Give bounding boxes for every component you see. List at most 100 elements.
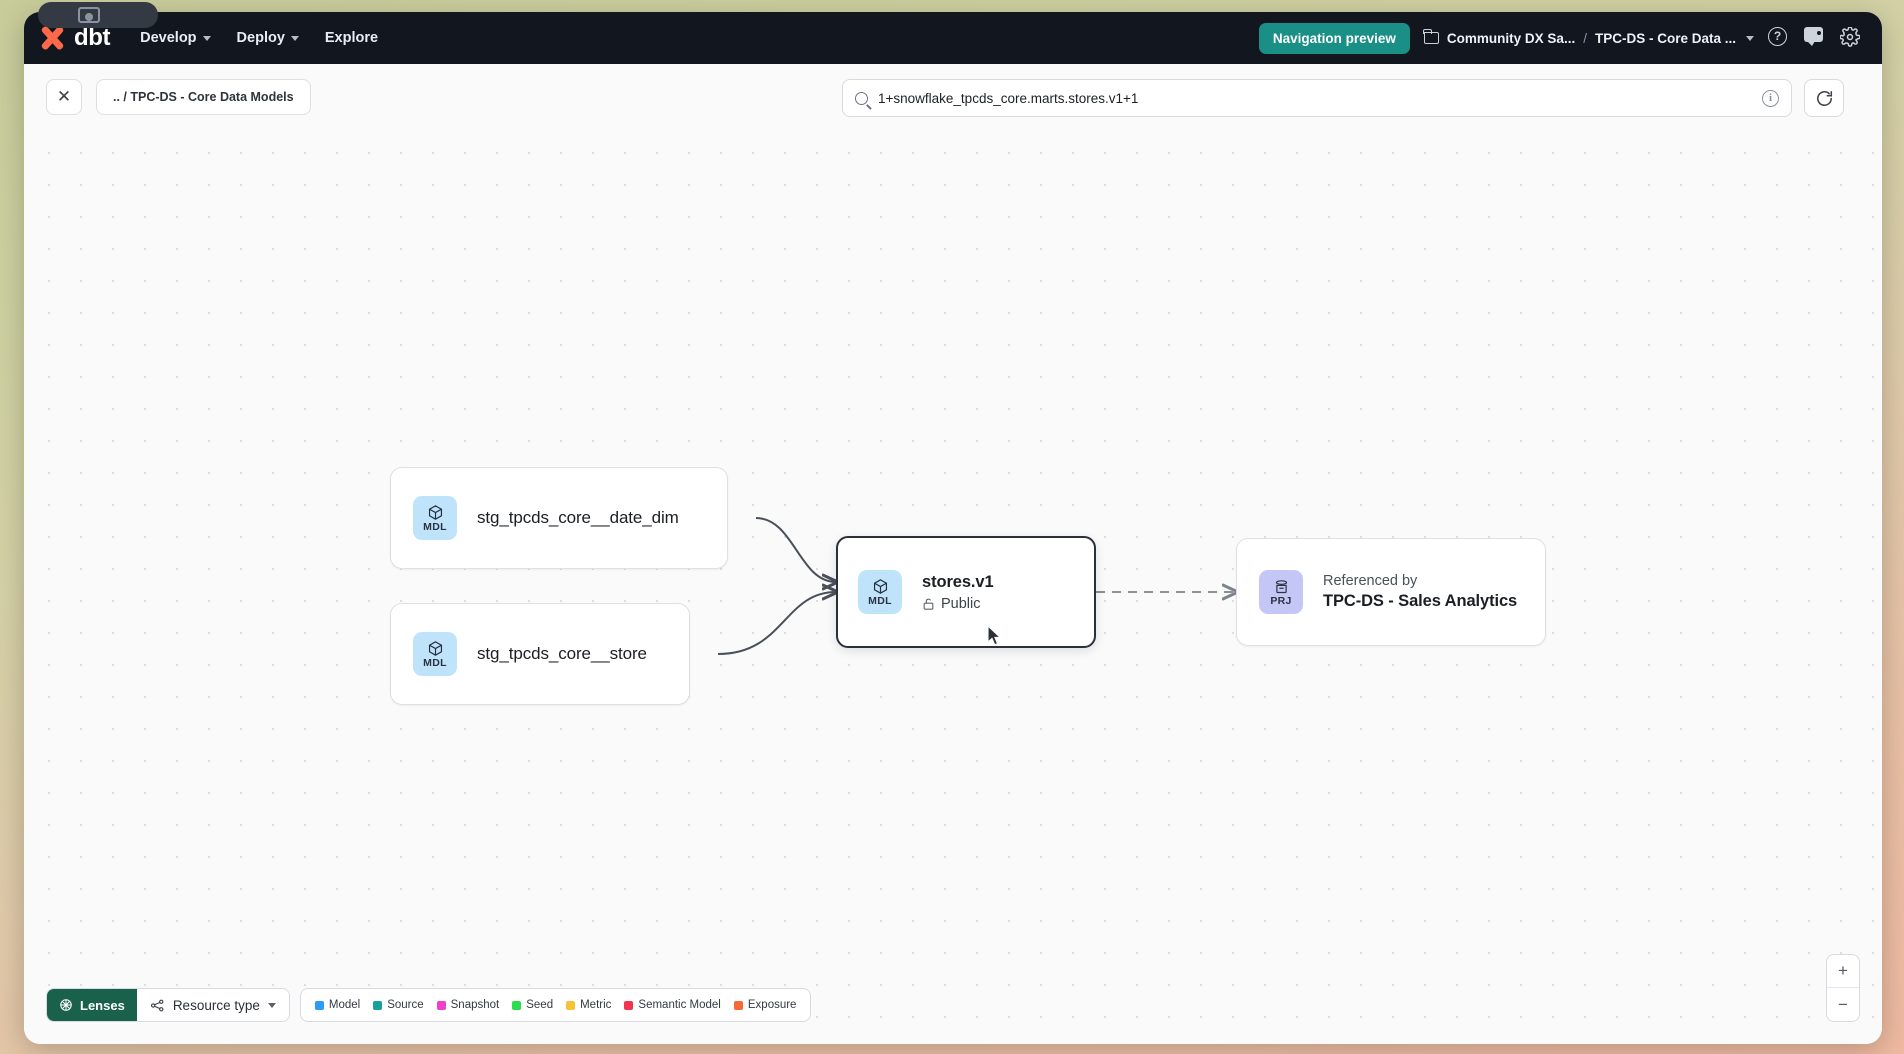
node-text: stores.v1 Public bbox=[922, 573, 994, 612]
lineage-node-stg-date-dim[interactable]: MDL stg_tpcds_core__date_dim bbox=[390, 467, 728, 569]
legend-swatch bbox=[436, 1000, 446, 1010]
node-badge-label: PRJ bbox=[1270, 594, 1292, 607]
project-breadcrumb-pill[interactable]: .. / TPC-DS - Core Data Models bbox=[96, 79, 311, 115]
node-title: stg_tpcds_core__store bbox=[477, 644, 647, 663]
node-text: Referenced by TPC-DS - Sales Analytics bbox=[1323, 573, 1517, 611]
legend-swatch bbox=[512, 1000, 522, 1010]
brand-label: dbt bbox=[74, 24, 111, 51]
lineage-canvas[interactable]: MDL stg_tpcds_core__date_dim MDL stg_tpc… bbox=[24, 130, 1882, 1044]
legend-item-metric: Metric bbox=[566, 999, 611, 1011]
node-badge-mdl: MDL bbox=[413, 632, 457, 676]
legend-item-exposure: Exposure bbox=[733, 999, 797, 1011]
browser-tab-artifact bbox=[38, 2, 158, 28]
tab-favicon-icon bbox=[78, 7, 100, 23]
breadcrumb-project[interactable]: TPC-DS - Core Data ... bbox=[1594, 30, 1736, 46]
feedback-button[interactable] bbox=[1804, 27, 1826, 49]
breadcrumb: Community DX Sa... / TPC-DS - Core Data … bbox=[1423, 28, 1754, 46]
search-icon bbox=[855, 91, 868, 105]
legend-label: Snapshot bbox=[450, 999, 500, 1011]
legend-item-source: Source bbox=[373, 999, 424, 1011]
legend-item-snapshot: Snapshot bbox=[436, 999, 500, 1011]
legend-swatch bbox=[314, 1000, 324, 1010]
legend-label: Exposure bbox=[747, 999, 797, 1011]
dbt-x-icon bbox=[38, 25, 66, 51]
edge-date-dim-to-stores bbox=[755, 517, 836, 582]
legend-item-model: Model bbox=[314, 999, 361, 1011]
lineage-toolbar: ✕ .. / TPC-DS - Core Data Models 1+snowf… bbox=[24, 64, 1882, 130]
nav-item-develop-label: Develop bbox=[140, 30, 197, 46]
unlock-icon bbox=[922, 597, 935, 611]
nav-item-explore[interactable]: Explore bbox=[325, 30, 378, 46]
legend-item-semantic-model: Semantic Model bbox=[624, 999, 721, 1011]
zoom-out-button[interactable]: − bbox=[1838, 994, 1848, 1014]
lens-control-group: Lenses Resource type bbox=[46, 988, 290, 1022]
node-access-row: Public bbox=[922, 596, 994, 612]
settings-gear-icon bbox=[1840, 27, 1860, 47]
legend-swatch bbox=[624, 1000, 634, 1010]
node-title: stores.v1 bbox=[922, 572, 994, 591]
navigation-preview-button[interactable]: Navigation preview bbox=[1258, 22, 1410, 54]
nav-right-cluster: Navigation preview Community DX Sa... / … bbox=[1258, 22, 1862, 54]
top-navigation-bar: dbt Develop Deploy Explore Navigation pr… bbox=[24, 12, 1882, 64]
zoom-controls: + − bbox=[1826, 954, 1860, 1022]
legend-swatch bbox=[733, 1000, 743, 1010]
legend-label: Metric bbox=[580, 999, 612, 1011]
node-badge-mdl: MDL bbox=[413, 496, 457, 540]
chevron-down-icon bbox=[290, 35, 299, 41]
node-kicker: Referenced by bbox=[1323, 573, 1418, 589]
legend-item-seed: Seed bbox=[512, 999, 553, 1011]
node-title: TPC-DS - Sales Analytics bbox=[1323, 592, 1518, 610]
resource-type-legend: Model Source Snapshot Seed Metric bbox=[299, 988, 812, 1022]
search-area: 1+snowflake_tpcds_core.marts.stores.v1+1… bbox=[842, 79, 1844, 117]
refresh-button[interactable] bbox=[1804, 79, 1844, 117]
lineage-bottom-bar: Lenses Resource type Model bbox=[46, 988, 812, 1022]
node-text: stg_tpcds_core__date_dim bbox=[477, 508, 679, 528]
lenses-label: Lenses bbox=[80, 997, 125, 1013]
lineage-node-stg-store[interactable]: MDL stg_tpcds_core__store bbox=[390, 603, 690, 705]
nav-item-explore-label: Explore bbox=[324, 30, 379, 46]
mouse-cursor bbox=[987, 625, 1002, 646]
primary-nav: Develop Deploy Explore bbox=[140, 30, 378, 46]
node-title: stg_tpcds_core__date_dim bbox=[477, 508, 679, 527]
cube-icon bbox=[428, 504, 442, 520]
nav-item-develop[interactable]: Develop bbox=[140, 30, 211, 46]
legend-label: Semantic Model bbox=[638, 999, 721, 1011]
chevron-down-icon bbox=[267, 1002, 276, 1008]
lenses-button[interactable]: Lenses bbox=[47, 989, 137, 1021]
node-badge-label: MDL bbox=[868, 594, 892, 607]
project-stack-icon bbox=[1275, 579, 1287, 593]
legend-swatch bbox=[373, 1000, 383, 1010]
legend-label: Model bbox=[328, 999, 361, 1011]
search-value: 1+snowflake_tpcds_core.marts.stores.v1+1 bbox=[878, 90, 1139, 106]
nodes-icon bbox=[150, 999, 164, 1011]
cube-icon bbox=[873, 578, 887, 594]
cube-icon bbox=[428, 640, 442, 656]
legend-swatch bbox=[566, 1000, 576, 1010]
close-lineage-button[interactable]: ✕ bbox=[46, 79, 82, 115]
app-window: dbt Develop Deploy Explore Navigation pr… bbox=[24, 12, 1882, 1044]
breadcrumb-account[interactable]: Community DX Sa... bbox=[1446, 30, 1576, 46]
resource-type-dropdown[interactable]: Resource type bbox=[136, 989, 289, 1021]
help-icon: ? bbox=[1768, 27, 1787, 46]
info-icon[interactable]: i bbox=[1762, 89, 1779, 107]
lineage-search-input[interactable]: 1+snowflake_tpcds_core.marts.stores.v1+1… bbox=[842, 79, 1792, 117]
node-badge-label: MDL bbox=[423, 520, 447, 533]
chevron-down-icon[interactable] bbox=[1746, 35, 1754, 41]
node-access-label: Public bbox=[941, 595, 981, 612]
zoom-in-button[interactable]: + bbox=[1827, 955, 1859, 988]
lens-icon bbox=[60, 999, 72, 1011]
node-badge-prj: PRJ bbox=[1259, 570, 1303, 614]
lineage-node-referenced-by-project[interactable]: PRJ Referenced by TPC-DS - Sales Analyti… bbox=[1236, 538, 1546, 646]
legend-label: Seed bbox=[526, 999, 554, 1011]
feedback-icon bbox=[1804, 27, 1823, 46]
node-badge-mdl: MDL bbox=[858, 570, 902, 614]
edge-store-to-stores bbox=[717, 592, 836, 655]
dbt-logo[interactable]: dbt bbox=[38, 24, 111, 52]
lineage-node-stores-v1[interactable]: MDL stores.v1 Public bbox=[836, 536, 1096, 648]
resource-type-label: Resource type bbox=[172, 997, 260, 1013]
breadcrumb-separator: / bbox=[1583, 30, 1587, 46]
nav-item-deploy[interactable]: Deploy bbox=[237, 30, 299, 46]
settings-button[interactable] bbox=[1840, 27, 1862, 49]
legend-label: Source bbox=[387, 999, 424, 1011]
help-button[interactable]: ? bbox=[1768, 27, 1790, 49]
